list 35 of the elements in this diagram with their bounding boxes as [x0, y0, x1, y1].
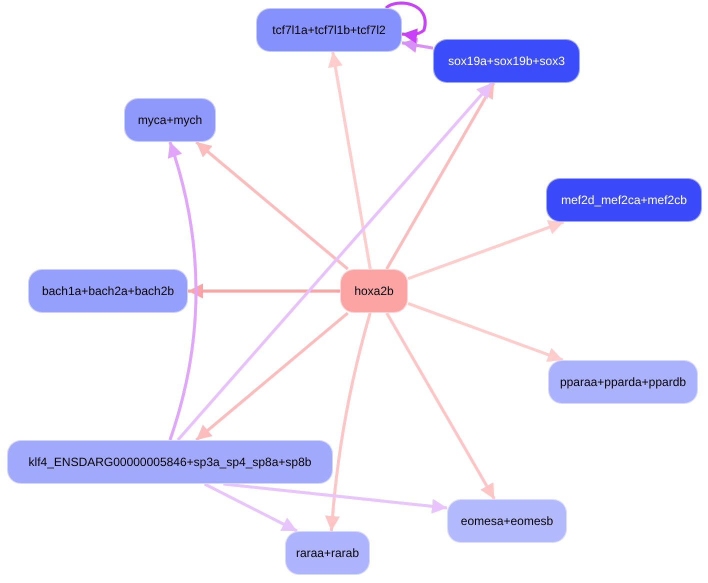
gene-label: eomesa+eomesb	[460, 514, 554, 528]
gene-node	[124, 98, 216, 142]
gene-label: raraa+rarab	[296, 546, 360, 560]
gene-node	[433, 39, 580, 83]
gene-node	[7, 440, 333, 484]
arrow	[402, 38, 434, 53]
gene-node	[256, 8, 402, 52]
arrow	[328, 52, 372, 270]
arrow	[176, 82, 493, 441]
arrow	[385, 2, 427, 44]
gene-label: mef2d_mef2ca+mef2cb	[561, 193, 687, 207]
gene-label: pparaa+pparda+ppardb	[560, 375, 686, 389]
gene-label: hoxa2b	[354, 284, 394, 298]
gene-label: klf4_ENSDARG00000005846+sp3a_sp4_sp8a+sp8b	[28, 455, 312, 469]
arrow	[188, 284, 340, 298]
arrow	[325, 312, 372, 532]
gene-label: sox19a+sox19b+sox3	[448, 54, 565, 68]
gene-node	[285, 531, 370, 575]
gene-node	[546, 178, 702, 222]
gene-node	[28, 269, 188, 313]
gene-label: tcf7l1a+tcf7l1b+tcf7l2	[272, 23, 386, 37]
gene-label: bach1a+bach2a+bach2b	[42, 284, 174, 298]
arrow	[204, 482, 298, 532]
gene-label: myca+mych	[138, 113, 202, 127]
gene-node	[548, 360, 698, 404]
arrow	[407, 302, 564, 362]
arrow	[407, 220, 564, 280]
arrow	[167, 142, 198, 440]
arrow	[195, 140, 349, 270]
arrow	[385, 312, 496, 500]
arrow	[195, 312, 349, 442]
arrow	[385, 82, 496, 270]
arrow	[223, 482, 448, 514]
gene-node	[340, 269, 408, 313]
gene-node	[447, 499, 567, 543]
